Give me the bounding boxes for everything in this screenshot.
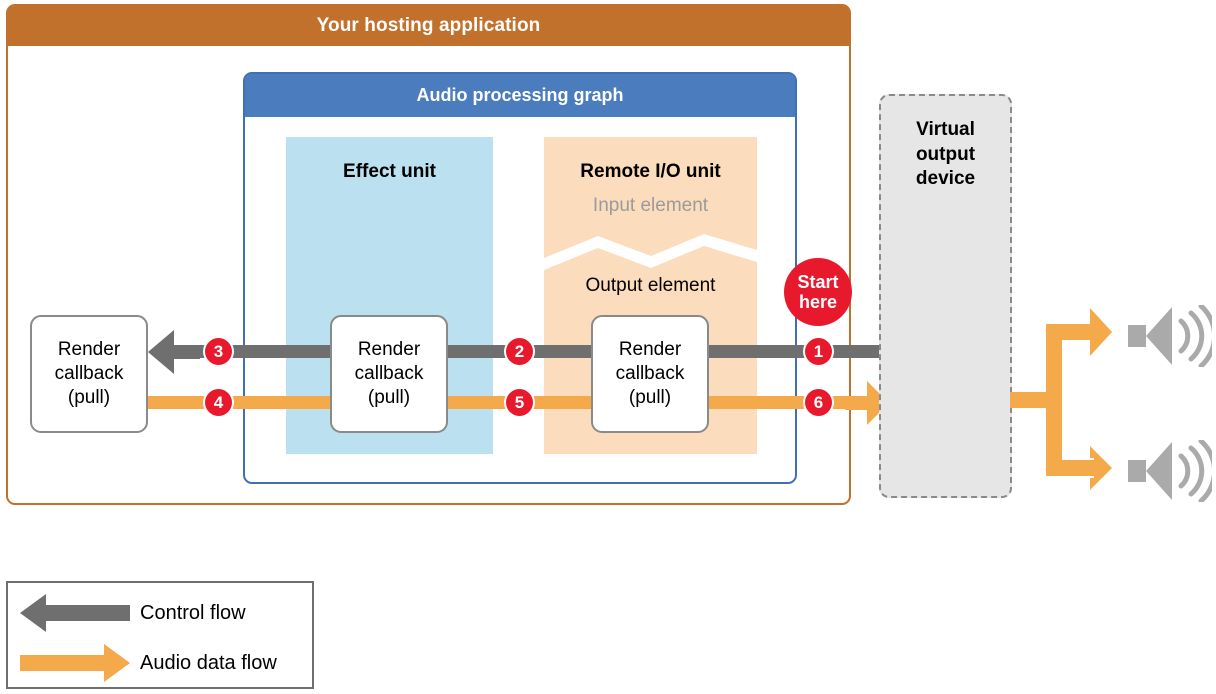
virtual-output-device-label: Virtual output device bbox=[879, 118, 1012, 192]
audio-flow-arrowhead-right-icon bbox=[845, 381, 889, 425]
render-callback-box-effect-unit[interactable]: Render callback (pull) bbox=[330, 315, 448, 433]
arrow-left-grey-icon bbox=[20, 594, 130, 632]
speaker-bottom-icon bbox=[1128, 440, 1212, 502]
control-flow-arrowhead-left-icon bbox=[148, 330, 200, 374]
device-line-1: Virtual bbox=[916, 119, 975, 140]
start-here-line-1: Start bbox=[797, 271, 839, 292]
step-badge-2: 2 bbox=[506, 338, 533, 365]
step-badge-6: 6 bbox=[805, 389, 832, 416]
remote-io-unit-title: Remote I/O unit bbox=[580, 161, 721, 182]
start-here-badge: Start here bbox=[784, 258, 852, 326]
audio-processing-graph-title: Audio processing graph bbox=[245, 74, 795, 117]
speaker-output-branch-icon bbox=[1010, 308, 1112, 490]
legend-row-audio-data-flow: Audio data flow bbox=[8, 638, 312, 688]
callback-line-1: Render bbox=[357, 338, 421, 360]
virtual-output-device-box bbox=[879, 94, 1012, 498]
step-badge-4: 4 bbox=[205, 389, 232, 416]
device-line-2: output bbox=[915, 143, 976, 165]
legend-row-control-flow: Control flow bbox=[8, 588, 312, 638]
device-line-3: device bbox=[915, 168, 976, 190]
hosting-application-title: Your hosting application bbox=[8, 6, 849, 46]
render-callback-box-app[interactable]: Render callback (pull) bbox=[30, 315, 148, 433]
torn-paper-divider-icon bbox=[544, 234, 757, 270]
input-element-label: Input element bbox=[592, 195, 709, 216]
speaker-top-icon bbox=[1128, 305, 1212, 367]
output-element-label: Output element bbox=[585, 275, 716, 296]
legend-label-audio-data-flow: Audio data flow bbox=[140, 651, 277, 674]
step-badge-3: 3 bbox=[205, 338, 232, 365]
callback-line-1: Render bbox=[57, 338, 121, 360]
callback-line-3: (pull) bbox=[628, 387, 672, 409]
callback-line-3: (pull) bbox=[367, 387, 411, 409]
callback-line-3: (pull) bbox=[67, 387, 111, 409]
effect-unit-title: Effect unit bbox=[343, 161, 436, 182]
legend-box: Control flow Audio data flow bbox=[6, 581, 314, 689]
callback-line-1: Render bbox=[618, 338, 682, 360]
arrow-right-orange-icon bbox=[20, 644, 130, 682]
audio-flow-segment-4 bbox=[147, 396, 332, 409]
callback-line-2: callback bbox=[54, 362, 124, 384]
callback-line-2: callback bbox=[615, 362, 685, 384]
render-callback-box-remote-io[interactable]: Render callback (pull) bbox=[591, 315, 709, 433]
legend-label-control-flow: Control flow bbox=[140, 601, 246, 624]
control-flow-segment-1 bbox=[707, 345, 887, 358]
step-badge-1: 1 bbox=[805, 338, 832, 365]
start-here-line-2: here bbox=[798, 292, 838, 312]
callback-line-2: callback bbox=[354, 362, 424, 384]
step-badge-5: 5 bbox=[506, 389, 533, 416]
